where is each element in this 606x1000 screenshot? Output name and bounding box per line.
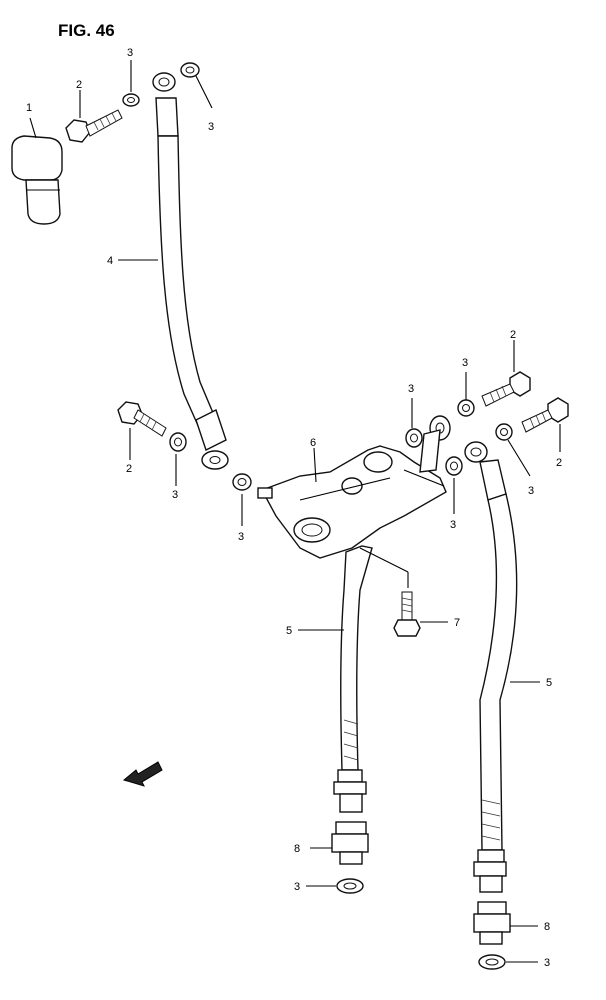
- leader-3-right: [507, 439, 531, 477]
- callout-5-left: 5: [286, 625, 292, 637]
- callout-5-right: 5: [546, 677, 552, 689]
- callout-3-bottom-left: 3: [294, 881, 300, 893]
- part-5-brake-hose-left: [333, 545, 373, 813]
- callout-3-right: 3: [528, 485, 534, 497]
- callout-8-right: 8: [544, 921, 550, 933]
- part-1-union-cap: [11, 135, 63, 225]
- callout-3-mid-left: 3: [238, 531, 244, 543]
- part-7-mounting-bolt: [393, 591, 421, 637]
- callout-4: 4: [107, 255, 113, 267]
- callout-8-left: 8: [294, 843, 300, 855]
- part-4-brake-hose-upper: [152, 72, 229, 470]
- part-6-brake-hose-joint: [257, 445, 447, 559]
- part-5-brake-hose-right: [464, 441, 518, 893]
- leader-6: [313, 447, 317, 483]
- leader-6-to-7: [359, 547, 409, 573]
- part-8-fitting-left: [331, 821, 369, 865]
- figure-title: FIG. 46: [58, 21, 115, 40]
- callout-7: 7: [454, 617, 460, 629]
- part-8-fitting-right: [473, 901, 511, 945]
- part-2-banjo-bolt-left: [117, 401, 167, 437]
- leader-1: [29, 117, 37, 139]
- callout-2-right-lower: 2: [556, 457, 562, 469]
- callout-3-top-right: 3: [208, 121, 214, 133]
- forward-arrow-icon: [122, 761, 163, 787]
- callout-1: 1: [26, 102, 32, 114]
- part-2-banjo-bolt-top: [65, 109, 123, 143]
- callout-3-center-top: 3: [408, 383, 414, 395]
- callout-3-top-left: 3: [127, 47, 133, 59]
- callout-2-right-upper: 2: [510, 329, 516, 341]
- part-2-banjo-bolt-right-lower: [521, 397, 569, 433]
- callout-2-top: 2: [76, 79, 82, 91]
- callout-2-left: 2: [126, 463, 132, 475]
- part-2-banjo-bolt-right-upper: [481, 371, 531, 407]
- callout-3-center-lower: 3: [450, 519, 456, 531]
- leader-3-top-right: [195, 75, 213, 109]
- callout-3-left: 3: [172, 489, 178, 501]
- callout-3-right-top: 3: [462, 357, 468, 369]
- banjo-fitting-block-top: [419, 415, 451, 473]
- callout-6: 6: [310, 437, 316, 449]
- callout-3-bottom-right: 3: [544, 957, 550, 969]
